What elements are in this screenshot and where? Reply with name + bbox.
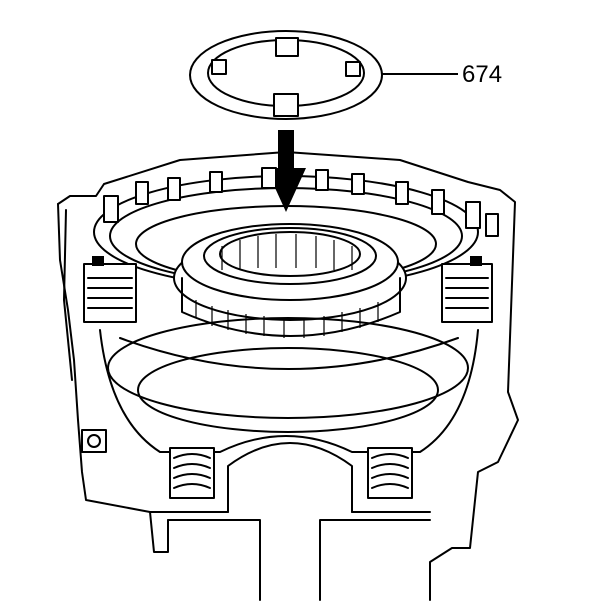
left-clutch-pack xyxy=(83,256,137,323)
right-return-spring xyxy=(367,447,413,499)
clutch-housing-assembly xyxy=(57,151,519,601)
left-return-spring xyxy=(169,447,215,499)
callout-674: 674 xyxy=(381,61,502,88)
right-clutch-pack xyxy=(441,256,493,323)
callout-label: 674 xyxy=(462,61,502,88)
rim-tabs xyxy=(103,167,499,237)
snap-ring-674 xyxy=(189,30,383,120)
inner-hub xyxy=(173,223,407,338)
side-bolt xyxy=(81,429,107,453)
